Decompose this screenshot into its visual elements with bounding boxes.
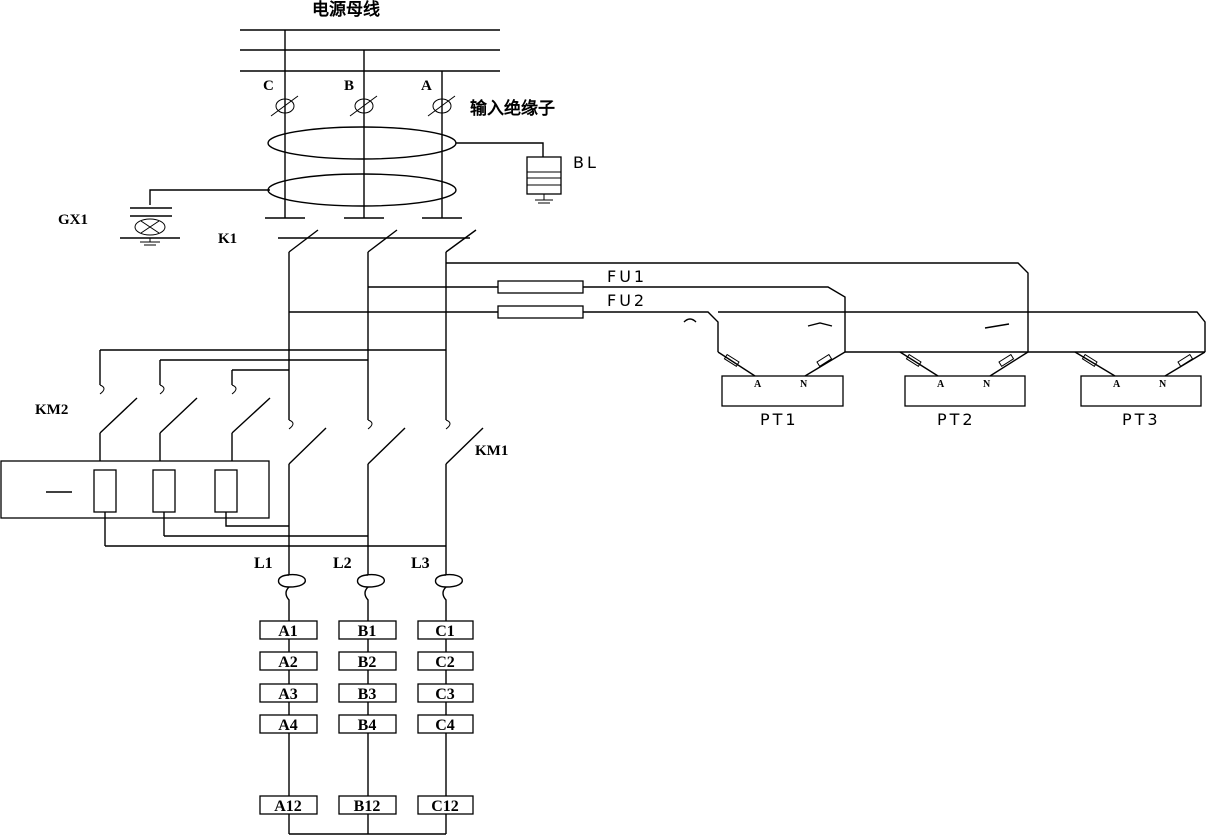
load-b4: B4 [358,717,377,734]
fu2-fuse [497,305,584,319]
resistor-panel [0,460,446,547]
bl-device [526,156,562,204]
pt-units [717,351,1206,407]
phase-lines-lower [288,252,447,420]
current-transformer-rings [149,126,544,207]
km1-contactor [288,419,484,575]
load-a2: A2 [278,654,298,671]
pt2-terminal-a: A [937,379,945,390]
phase-label-a: A [421,78,432,94]
fu1-fuse [497,280,584,294]
k1-label: K1 [218,231,237,247]
input-insulators [270,95,456,117]
load-c3: C3 [435,686,455,703]
power-busbars [240,29,500,72]
l2-label: L2 [333,555,352,572]
pt3-terminal-a: A [1113,379,1121,390]
load-a12: A12 [274,798,302,815]
pt3-label: PT3 [1122,410,1161,429]
pt2-terminal-n: N [983,379,991,390]
load-column-b: B1 B2 B3 B4 B12 [338,620,397,815]
load-a3: A3 [278,686,298,703]
load-a1: A1 [278,623,298,640]
l1-label: L1 [254,555,273,572]
gx1-device [120,207,180,246]
pt1-terminal-a: A [754,379,762,390]
bl-label: BL [573,153,599,172]
bus-title: 电源母线 [312,0,380,20]
load-column-a: A1 A2 A3 A4 A12 [259,620,318,815]
pt1-terminal-n: N [800,379,808,390]
load-c4: C4 [435,717,455,734]
fuse-feed-wiring [100,262,1206,371]
load-b2: B2 [358,654,377,671]
pt3-terminal-n: N [1159,379,1167,390]
load-a4: A4 [278,717,298,734]
load-c12: C12 [431,798,459,815]
load-b1: B1 [358,623,377,640]
load-c2: C2 [435,654,455,671]
l3-label: L3 [411,555,430,572]
load-c1: C1 [435,623,455,640]
fu1-label: FU1 [607,267,647,286]
k1-switch [265,217,477,253]
inductors [277,573,463,622]
phase-label-c: C [263,78,274,94]
load-b3: B3 [358,686,377,703]
load-b12: B12 [354,798,381,815]
pt1-label: PT1 [760,410,799,429]
phase-lines-upper [284,30,443,218]
load-column-c: C1 C2 C3 C4 C12 [417,620,474,815]
gx1-label: GX1 [58,212,88,228]
insulator-label: 输入绝缘子 [470,98,555,119]
km2-label: KM2 [35,402,68,418]
pt2-label: PT2 [937,410,976,429]
phase-label-b: B [344,78,354,94]
km1-label: KM1 [475,443,508,459]
fu2-label: FU2 [607,291,647,310]
pt-phase-marks [683,318,1010,329]
km2-contactor [99,350,271,470]
